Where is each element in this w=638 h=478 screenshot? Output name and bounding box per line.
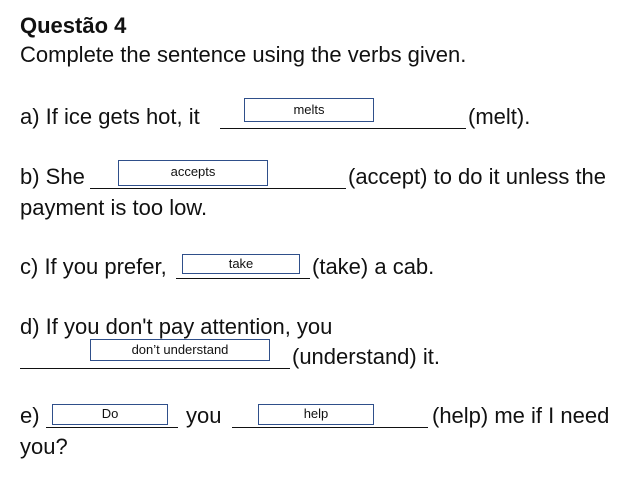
item-c-blank bbox=[176, 278, 310, 279]
item-d-prefix: d) If you don't pay attention, you bbox=[20, 314, 333, 339]
item-d-answer-box[interactable]: don’t understand bbox=[90, 339, 270, 361]
item-a-answer-box[interactable]: melts bbox=[244, 98, 374, 122]
item-b-prefix: b) She bbox=[20, 164, 85, 189]
question-title: Questão 4 bbox=[20, 13, 127, 38]
item-e-prefix: e) bbox=[20, 403, 40, 428]
item-a-suffix: (melt). bbox=[468, 104, 531, 129]
item-a-prefix: a) If ice gets hot, it bbox=[20, 104, 200, 129]
instruction-text: Complete the sentence using the verbs gi… bbox=[20, 42, 467, 67]
item-b-blank bbox=[90, 188, 346, 189]
item-d-suffix: (understand) it. bbox=[292, 344, 440, 369]
item-c-answer-box[interactable]: take bbox=[182, 254, 300, 274]
item-b-answer-box[interactable]: accepts bbox=[118, 160, 268, 186]
item-e-middle: you bbox=[186, 403, 222, 428]
item-e-answer-box-2[interactable]: help bbox=[258, 404, 374, 425]
item-c-suffix: (take) a cab. bbox=[312, 254, 435, 279]
item-a-blank bbox=[220, 128, 466, 129]
item-c-prefix: c) If you prefer, bbox=[20, 254, 167, 279]
item-b-suffix-line2: payment is too low. bbox=[20, 195, 208, 220]
item-e-blank-2 bbox=[232, 427, 428, 428]
item-e-suffix: (help) me if I need bbox=[432, 403, 610, 428]
item-d-blank bbox=[20, 368, 290, 369]
item-b-suffix: (accept) to do it unless the bbox=[348, 164, 607, 189]
item-e-suffix-line2: you? bbox=[20, 434, 68, 459]
item-e-answer-box-1[interactable]: Do bbox=[52, 404, 168, 425]
item-e-blank-1 bbox=[46, 427, 178, 428]
